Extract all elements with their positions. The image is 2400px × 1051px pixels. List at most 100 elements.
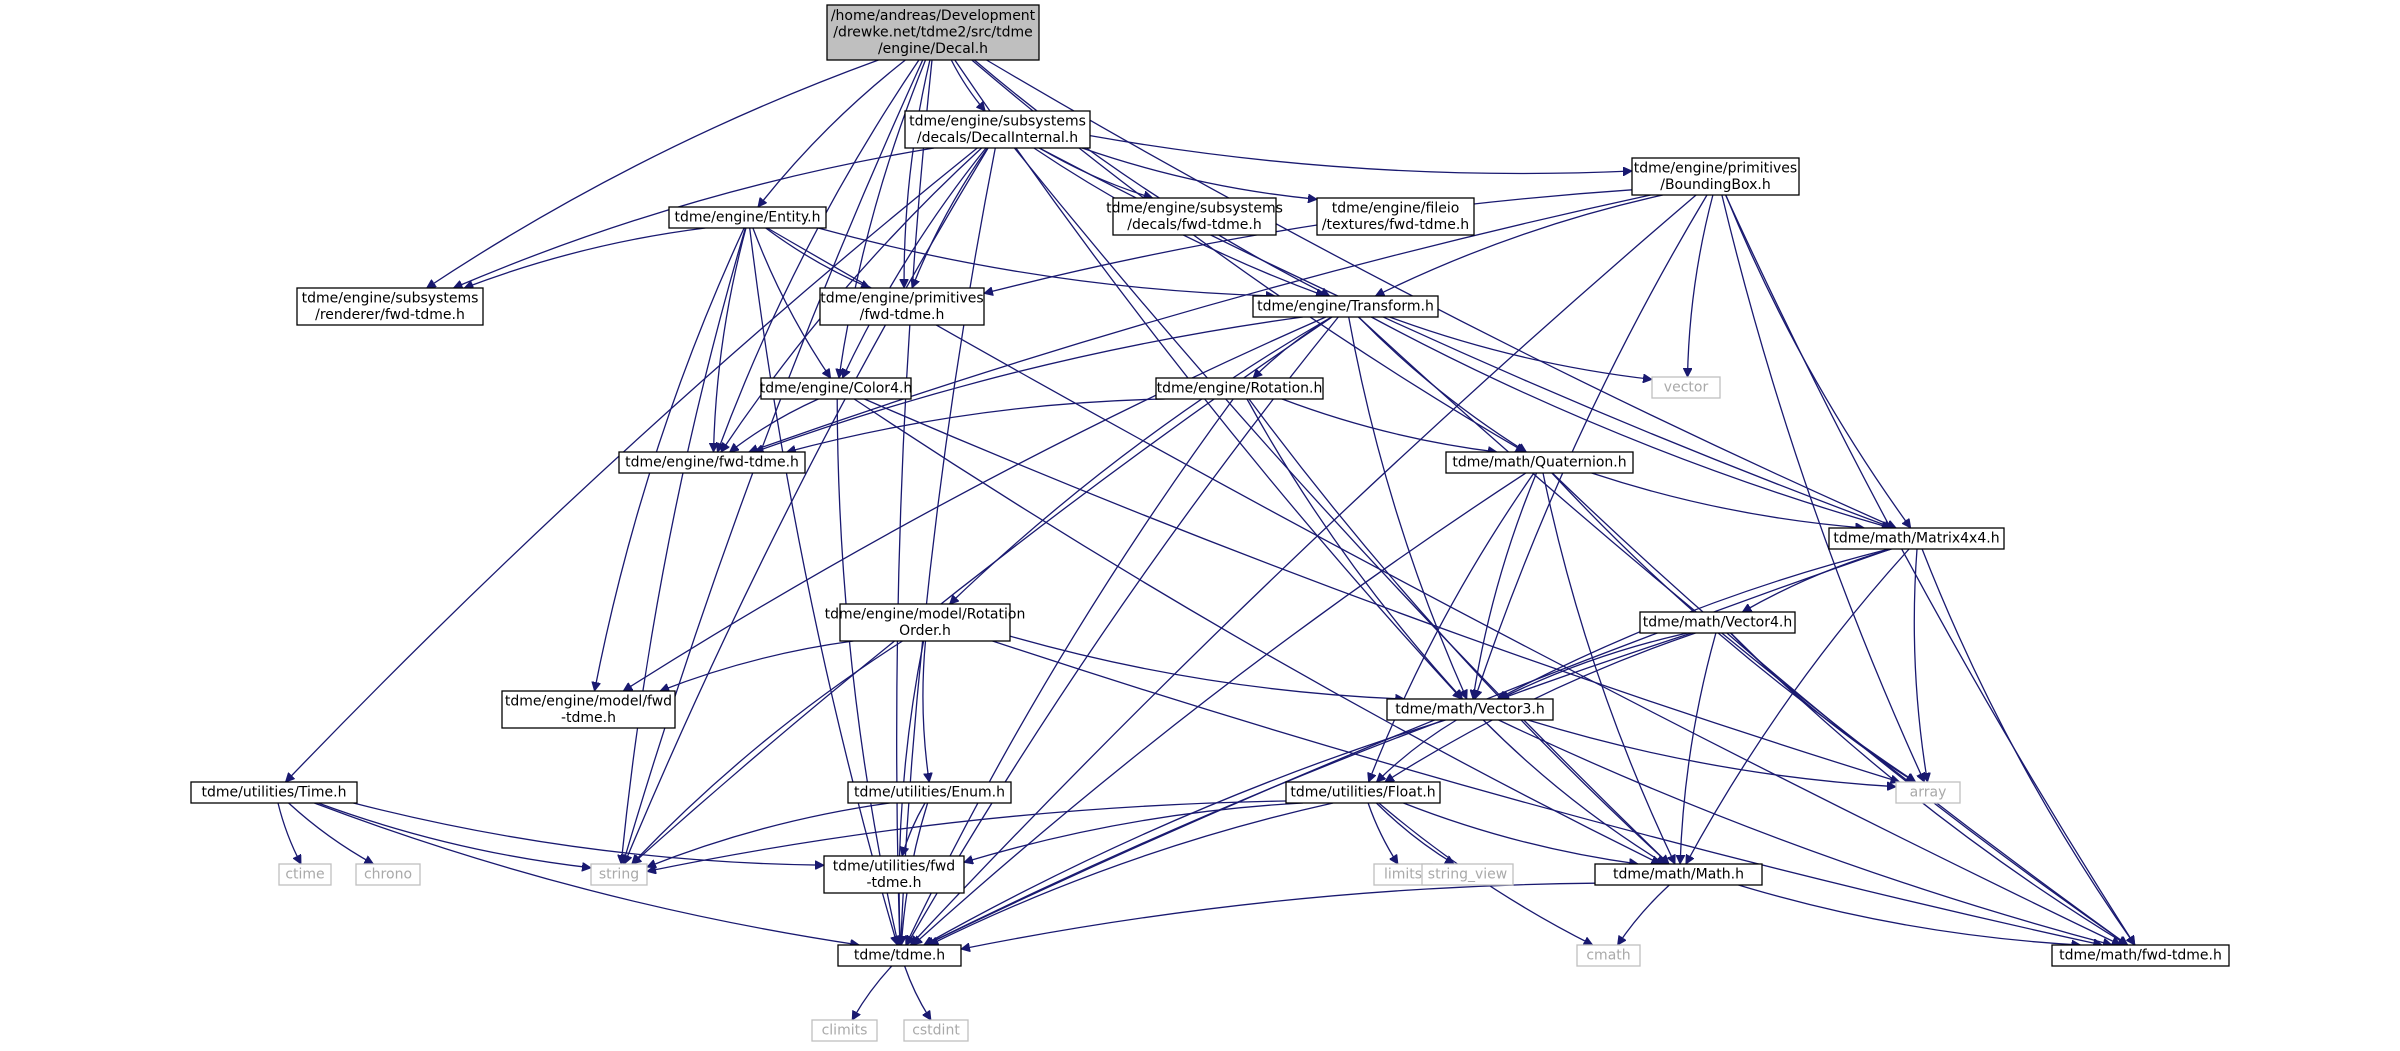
edge-line (1482, 719, 1665, 865)
edge-line (660, 640, 854, 691)
edge-transform-to-mathfwd (1357, 316, 2127, 945)
edge-decal-to-rendererfwd (427, 59, 879, 288)
edge-time-to-utilitiesfwd (353, 802, 824, 865)
edge-line (925, 632, 1692, 946)
node-texturesfwd[interactable]: tdme/engine/fileio/textures/fwd-tdme.h (1316, 197, 1475, 236)
node-label-line: tdme/math/Vector4.h (1643, 615, 1792, 631)
node-box (1112, 197, 1277, 236)
node-box (1576, 944, 1641, 967)
edge-line (1389, 316, 1652, 379)
edge-line (632, 640, 903, 864)
edge-line (1618, 884, 1670, 945)
node-tdme[interactable]: tdme/tdme.h (837, 944, 962, 967)
node-label-line: tdme/engine/fileio (1332, 200, 1460, 216)
edge-time-to-string (317, 802, 591, 868)
edge-line (925, 548, 1892, 945)
node-time[interactable]: tdme/utilities/Time.h (190, 781, 358, 804)
node-label-line: array (1910, 785, 1947, 801)
edge-decalinternal-to-string (624, 147, 989, 864)
edge-line (1013, 147, 1669, 864)
node-box (618, 451, 806, 474)
node-primitivesfwd[interactable]: tdme/engine/primitives/fwd-tdme.h (819, 287, 985, 326)
edge-line (749, 227, 898, 945)
node-box (1594, 863, 1763, 886)
node-transform[interactable]: tdme/engine/Transform.h (1252, 295, 1439, 318)
node-vector3[interactable]: tdme/math/Vector3.h (1386, 698, 1554, 721)
edge-quaternion-to-array (1551, 472, 1916, 782)
node-mathfwd[interactable]: tdme/math/fwd-tdme.h (2051, 944, 2230, 967)
edge-line (353, 802, 824, 865)
edge-decalinternal-to-primitivesfwd (912, 147, 989, 288)
edge-color4-to-array (864, 398, 1899, 782)
node-box (811, 1019, 878, 1042)
edge-line (902, 802, 926, 856)
edge-matrix4x4-to-vector4 (1742, 548, 1892, 613)
edge-quaternion-to-float (1369, 472, 1535, 782)
node-box (1386, 698, 1554, 721)
edge-decalinternal-to-boundingbox (1089, 134, 1632, 174)
node-rotation[interactable]: tdme/engine/Rotation.h (1155, 377, 1324, 400)
node-label-line: /decals/DecalInternal.h (917, 130, 1078, 146)
node-label-line: tdme/utilities/fwd (833, 858, 955, 874)
edge-line (864, 398, 1899, 782)
edge-float-to-limits (1367, 802, 1398, 864)
edge-boundingbox-to-tdme (911, 194, 1697, 945)
node-box (1252, 295, 1439, 318)
node-enum[interactable]: tdme/utilities/Enum.h (847, 781, 1012, 804)
edge-boundingbox-to-enginefwd (749, 194, 1651, 452)
node-decal[interactable]: /home/andreas/Development/drewke.net/tdm… (826, 4, 1040, 61)
node-rendererfwd[interactable]: tdme/engine/subsystems/renderer/fwd-tdme… (296, 287, 484, 326)
node-decalsfwd[interactable]: tdme/engine/subsystems/decals/fwd-tdme.h (1106, 197, 1283, 236)
node-color4[interactable]: tdme/engine/Color4.h (760, 377, 913, 400)
node-utilitiesfwd[interactable]: tdme/utilities/fwd-tdme.h (823, 855, 965, 894)
node-quaternion[interactable]: tdme/math/Quaternion.h (1445, 451, 1634, 474)
edge-transform-to-vector3 (1348, 316, 1467, 699)
node-label-line: tdme/engine/model/fwd (505, 693, 672, 709)
node-label-line: tdme/tdme.h (854, 948, 945, 964)
edge-line (984, 189, 1633, 294)
edge-math-to-mathfwd (1738, 884, 2080, 945)
edge-line (1742, 548, 1892, 613)
edge-entity-to-transform (817, 227, 1275, 296)
node-matrix4x4[interactable]: tdme/math/Matrix4x4.h (1828, 527, 2005, 550)
edge-rotationorder-to-vector3 (1009, 635, 1404, 699)
edge-line (623, 316, 1327, 692)
edge-line (621, 227, 747, 864)
node-vector4[interactable]: tdme/math/Vector4.h (1639, 611, 1796, 634)
node-boundingbox[interactable]: tdme/engine/primitives/BoundingBox.h (1631, 157, 1800, 196)
node-modelfwd[interactable]: tdme/engine/model/fwd-tdme.h (501, 690, 676, 729)
edge-entity-to-color4 (752, 227, 831, 378)
node-label-line: tdme/utilities/Float.h (1290, 785, 1435, 801)
edge-line (843, 147, 987, 378)
edge-boundingbox-to-vector (1688, 194, 1714, 377)
edge-decalinternal-to-rendererfwd (454, 147, 935, 288)
node-entity[interactable]: tdme/engine/Entity.h (668, 206, 827, 229)
edge-line (758, 59, 906, 207)
edge-boundingbox-to-mathfwd (1725, 194, 2136, 945)
node-enginefwd[interactable]: tdme/engine/fwd-tdme.h (618, 451, 806, 474)
node-label-line: ctime (285, 867, 324, 883)
node-label-line: /home/andreas/Development (831, 8, 1036, 24)
edge-decal-to-primitivesfwd (904, 59, 931, 288)
edge-rotation-to-math (1248, 398, 1669, 864)
node-label-line: -tdme.h (561, 710, 616, 726)
node-decalinternal[interactable]: tdme/engine/subsystems/decals/DecalInter… (904, 110, 1091, 149)
node-float[interactable]: tdme/utilities/Float.h (1285, 781, 1441, 804)
node-box (1651, 376, 1721, 399)
edge-decal-to-tdme (897, 59, 933, 945)
edge-float-to-math (1403, 802, 1638, 864)
node-label-line: tdme/engine/fwd-tdme.h (625, 455, 799, 471)
edge-float-to-string_view (1375, 802, 1454, 865)
node-label-line: tdme/math/Quaternion.h (1452, 455, 1626, 471)
node-box (837, 944, 962, 967)
edge-line (755, 316, 1303, 452)
node-box (1155, 377, 1324, 400)
node-box (590, 863, 648, 886)
edge-line (647, 800, 1287, 871)
node-math[interactable]: tdme/math/Math.h (1594, 863, 1763, 886)
header-file-nodes: /home/andreas/Development/drewke.net/tdm… (190, 4, 2230, 1042)
edge-line (1473, 472, 1538, 699)
node-label-line: cmath (1586, 948, 1630, 964)
edge-vector4-to-array (1730, 632, 1916, 783)
